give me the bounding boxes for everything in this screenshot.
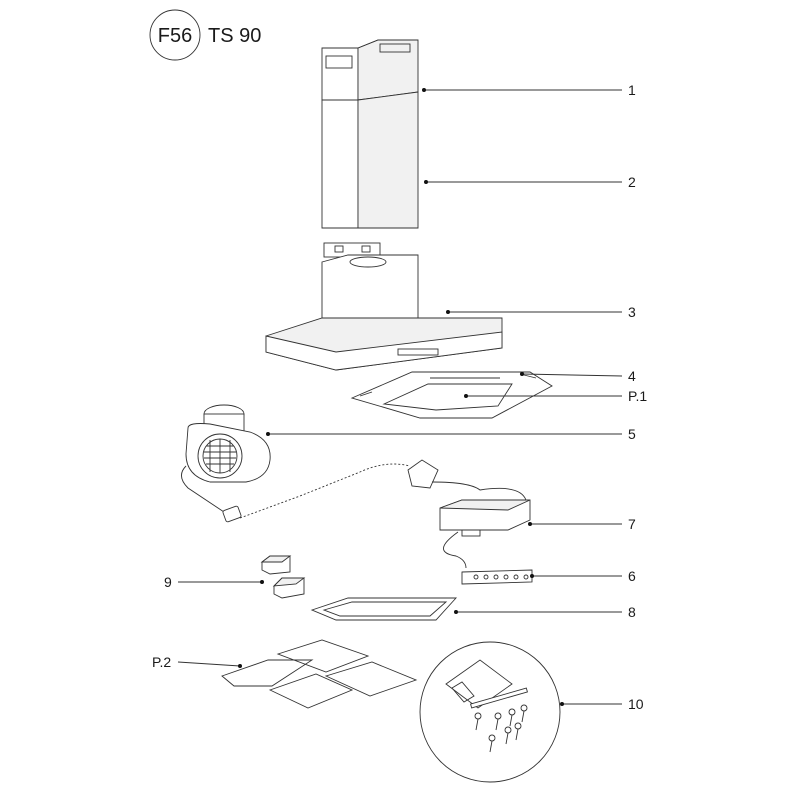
callout-3: 3 [628,304,636,320]
charcoal-filters [260,555,306,599]
control-panel [461,569,533,585]
callout-9: 9 [164,574,172,590]
filter-pads [221,639,418,709]
callout-7: 7 [628,516,636,532]
callout-10: 10 [628,696,644,712]
callout-4: 4 [628,368,636,384]
callout-6: 6 [628,568,636,584]
callout-p2: P.2 [152,654,171,670]
metal-filter [310,597,458,621]
model-code-circle [149,9,201,61]
callout-p1: P.1 [628,388,647,404]
connector [407,459,439,489]
control-box [431,481,531,569]
motor-cable [239,463,411,519]
callout-5: 5 [628,426,636,442]
lower-chimney [321,91,419,229]
motor-fan [181,404,271,523]
callout-2: 2 [628,174,636,190]
vent-slots [325,43,411,69]
diagram-header: F56 TS 90 [149,9,261,61]
grease-filter-frame [350,371,553,419]
callout-labels: 1 2 3 4 P.1 5 7 6 8 9 P.2 10 [152,82,647,712]
leader-lines [177,88,623,706]
fixing-kit [419,641,561,783]
callout-1: 1 [628,82,636,98]
model-name: TS 90 [208,25,261,47]
hood-body [265,242,503,371]
upper-chimney [321,39,419,101]
model-code: F56 [158,25,192,47]
callout-8: 8 [628,604,636,620]
